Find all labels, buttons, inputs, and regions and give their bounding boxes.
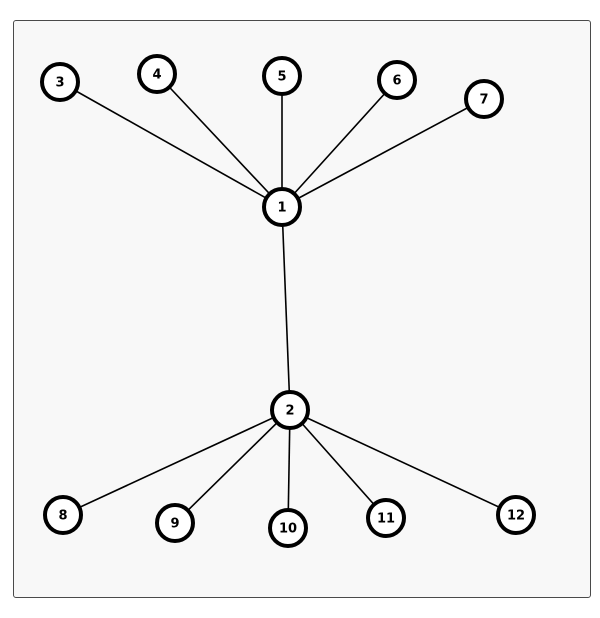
node-label: 7 — [479, 93, 488, 108]
node-label: 5 — [277, 70, 286, 85]
node-label: 4 — [152, 68, 161, 83]
edge-1-3 — [59, 81, 283, 208]
edge-2-8 — [62, 409, 291, 516]
node-circle[interactable] — [268, 508, 308, 548]
edge-2-9 — [174, 409, 291, 524]
node-circle[interactable] — [366, 498, 406, 538]
edge-2-11 — [289, 409, 387, 519]
node-label: 1 — [277, 201, 286, 216]
node-8[interactable]: 8 — [43, 495, 83, 535]
edge-2-12 — [289, 409, 517, 516]
node-circle[interactable] — [496, 495, 536, 535]
node-label: 2 — [285, 404, 294, 419]
node-label: 10 — [279, 522, 297, 537]
edges-layer — [59, 73, 517, 529]
node-6[interactable]: 6 — [377, 60, 417, 100]
node-label: 6 — [392, 74, 401, 89]
node-circle[interactable] — [43, 495, 83, 535]
node-circle[interactable] — [270, 390, 310, 430]
node-1[interactable]: 1 — [262, 187, 302, 227]
node-circle[interactable] — [464, 79, 504, 119]
node-label: 11 — [377, 512, 395, 527]
node-label: 12 — [507, 509, 525, 524]
node-circle[interactable] — [262, 56, 302, 96]
node-circle[interactable] — [155, 503, 195, 543]
edge-1-6 — [281, 79, 398, 208]
graph-canvas — [13, 20, 591, 598]
edge-1-2 — [281, 206, 291, 411]
node-circle[interactable] — [137, 54, 177, 94]
node-circle[interactable] — [40, 62, 80, 102]
node-3[interactable]: 3 — [40, 62, 80, 102]
node-2[interactable]: 2 — [270, 390, 310, 430]
node-4[interactable]: 4 — [137, 54, 177, 94]
node-5[interactable]: 5 — [262, 56, 302, 96]
edge-1-7 — [281, 98, 485, 208]
node-circle[interactable] — [262, 187, 302, 227]
edge-1-4 — [156, 73, 283, 208]
node-label: 9 — [170, 517, 179, 532]
node-7[interactable]: 7 — [464, 79, 504, 119]
node-10[interactable]: 10 — [268, 508, 308, 548]
node-label: 8 — [58, 509, 67, 524]
node-11[interactable]: 11 — [366, 498, 406, 538]
node-12[interactable]: 12 — [496, 495, 536, 535]
node-label: 3 — [55, 76, 64, 91]
node-9[interactable]: 9 — [155, 503, 195, 543]
node-circle[interactable] — [377, 60, 417, 100]
